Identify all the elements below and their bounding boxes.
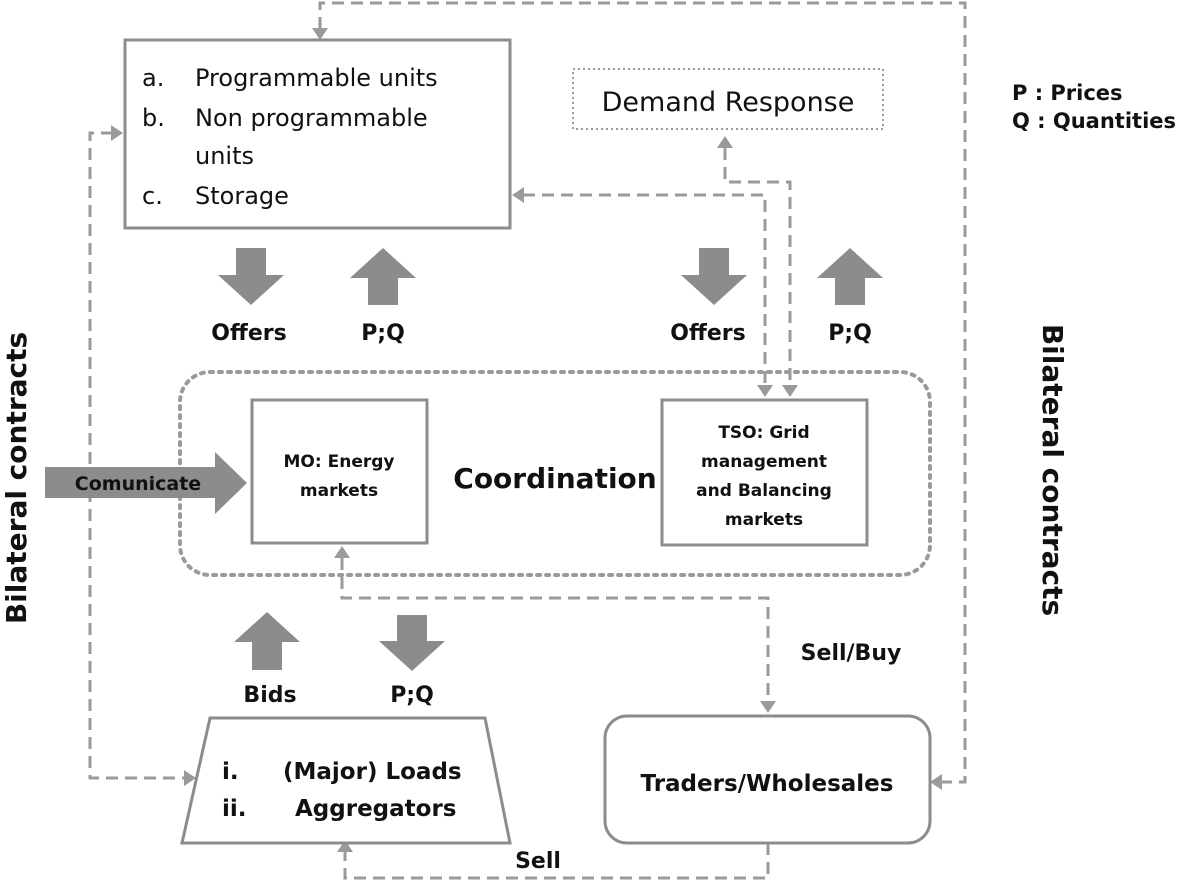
pq-bottom-label: P;Q xyxy=(390,683,434,708)
demand-response-label: Demand Response xyxy=(602,87,855,118)
pq-left-label: P;Q xyxy=(361,321,405,346)
generator-item-a-marker: a. xyxy=(142,64,164,92)
coordination-label: Coordination xyxy=(453,462,656,495)
connector-top-loop xyxy=(318,1,967,784)
demand-response-frame xyxy=(572,68,884,130)
legend-prices: P : Prices xyxy=(1012,81,1123,105)
arrowhead-left-generators xyxy=(512,187,524,203)
arrowhead-down-traders xyxy=(760,701,776,713)
offers-right-label: Offers xyxy=(670,321,745,346)
loads-item-ii-marker: ii. xyxy=(222,796,247,822)
mo-label-line2: markets xyxy=(300,481,378,501)
connectors xyxy=(88,1,967,880)
connector-tso-generators xyxy=(523,193,767,385)
arrowhead-down-tso-a xyxy=(757,385,773,397)
arrowhead-down-generators xyxy=(312,28,328,40)
loads-box: i. (Major) Loads ii. Aggregators xyxy=(180,716,512,845)
generator-item-a-label: Programmable units xyxy=(195,64,438,92)
mo-box xyxy=(250,398,429,545)
generator-item-b-label-line1: Non programmable xyxy=(195,104,428,132)
comunicate-arrow xyxy=(45,452,247,514)
legend: P : Prices Q : Quantities xyxy=(1012,81,1176,133)
generator-item-b-label-line2: units xyxy=(195,142,254,170)
loads-trapezoid xyxy=(180,716,512,845)
bids-label: Bids xyxy=(243,683,296,708)
sell-buy-label: Sell/Buy xyxy=(801,641,902,666)
flow-arrows-top: Offers P;Q Offers P;Q xyxy=(211,248,883,346)
connector-tso-demand xyxy=(723,148,792,385)
comunicate-label: Comunicate xyxy=(75,473,201,495)
legend-quantities: Q : Quantities xyxy=(1012,109,1176,133)
pq-right-arrow xyxy=(817,248,883,305)
generators-box-frame xyxy=(123,38,512,230)
coordination-region: Comunicate MO: Energy markets Coordinati… xyxy=(45,370,932,577)
arrowhead-left-traders xyxy=(930,774,942,790)
traders-frame xyxy=(603,714,932,845)
tso-box xyxy=(660,398,869,547)
connector-mo-traders xyxy=(340,558,770,703)
loads-item-i-marker: i. xyxy=(222,759,239,785)
pq-left-arrow xyxy=(350,248,416,305)
tso-label-line1: TSO: Grid xyxy=(718,423,809,443)
offers-right-arrow xyxy=(681,248,747,305)
pq-bottom-arrow xyxy=(379,615,445,671)
generator-item-b-marker: b. xyxy=(142,104,165,132)
arrowhead-down-tso-b xyxy=(782,385,798,397)
tso-label-line4: markets xyxy=(725,510,803,530)
tso-label-line2: management xyxy=(701,452,827,472)
traders-box: Traders/Wholesales xyxy=(603,714,932,845)
loads-item-ii-label: Aggregators xyxy=(295,796,456,822)
mo-label-line1: MO: Energy xyxy=(284,452,395,472)
tso-label-line3: and Balancing xyxy=(696,481,832,501)
bilateral-contracts-right-label: Bilateral contracts xyxy=(1036,324,1069,616)
arrowhead-up-loads xyxy=(337,840,353,852)
arrowhead-up-demand xyxy=(717,136,733,148)
sell-label: Sell xyxy=(515,849,561,874)
bilateral-contracts-left-label: Bilateral contracts xyxy=(0,332,33,624)
generator-item-c-marker: c. xyxy=(142,182,163,210)
traders-label: Traders/Wholesales xyxy=(641,771,894,797)
generator-item-c-label: Storage xyxy=(195,182,289,210)
arrowhead-right-generators xyxy=(111,125,123,141)
bids-arrow xyxy=(234,612,300,670)
arrowhead-right-loads xyxy=(184,770,196,786)
arrowhead-up-mo xyxy=(334,546,350,558)
generators-box: a. Programmable units b. Non programmabl… xyxy=(123,38,512,230)
pq-right-label: P;Q xyxy=(828,321,872,346)
flow-arrows-bottom: Bids P;Q Sell/Buy Sell xyxy=(234,612,901,874)
connector-left-bilateral xyxy=(88,131,185,780)
offers-left-arrow xyxy=(218,248,284,305)
loads-item-i-label: (Major) Loads xyxy=(283,759,462,785)
demand-response-box: Demand Response xyxy=(572,68,884,130)
offers-left-label: Offers xyxy=(211,321,286,346)
